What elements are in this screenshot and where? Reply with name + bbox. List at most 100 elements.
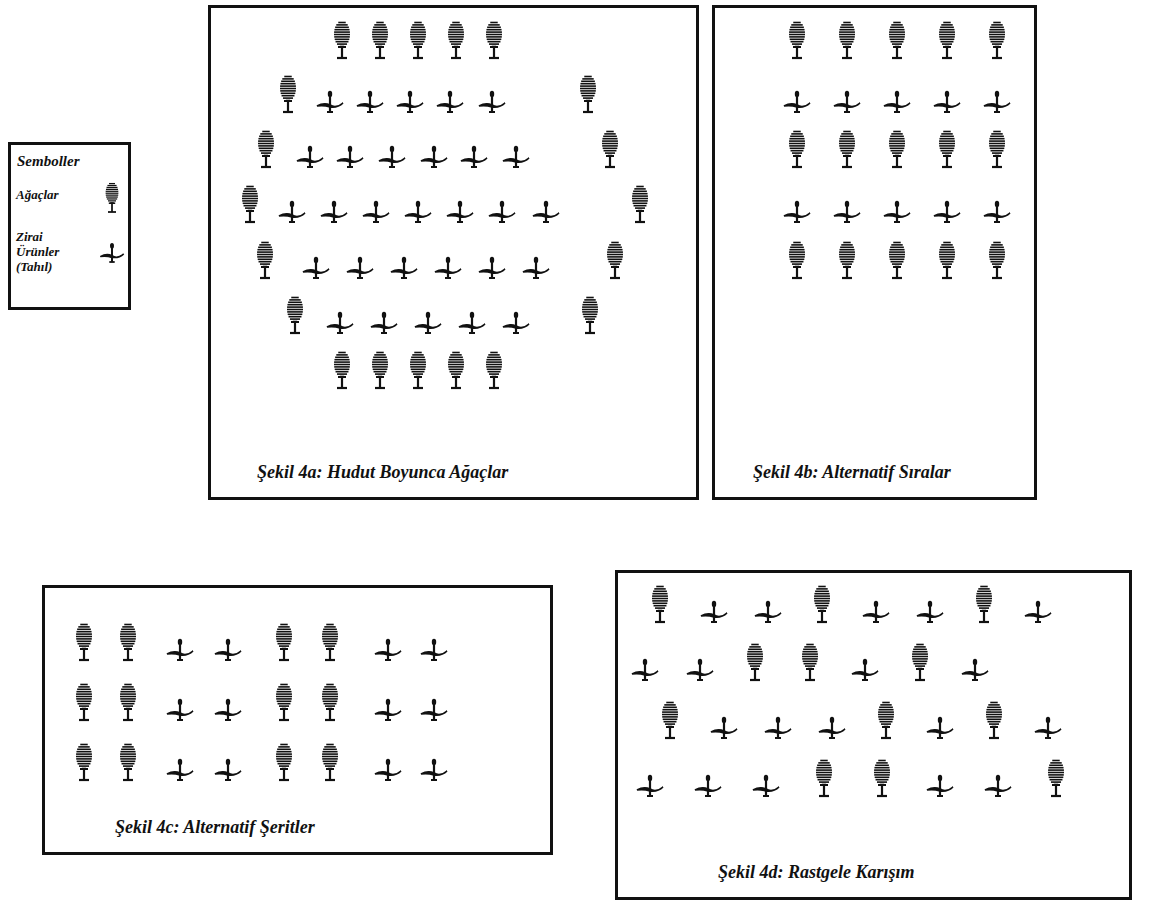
tree-symbol: [889, 23, 905, 59]
crop-symbol: [701, 601, 727, 622]
tree-symbol: [839, 243, 855, 279]
tree-symbol: [839, 23, 855, 59]
tree-symbol: [912, 645, 928, 681]
crop-symbol: [637, 775, 663, 796]
crop-symbol: [687, 659, 713, 680]
crop-symbol: [755, 601, 781, 622]
crop-symbol: [363, 201, 389, 222]
tree-symbol: [889, 243, 905, 279]
figure-caption: Şekil 4d: Rastgele Karışım: [718, 862, 1129, 883]
tree-symbol: [989, 23, 1005, 59]
crop-symbol: [962, 659, 988, 680]
crop-symbol: [327, 312, 353, 333]
crop-symbol: [347, 257, 373, 278]
legend-box: Semboller: [8, 142, 131, 310]
tree-symbol: [410, 353, 426, 389]
tree-symbol: [607, 243, 623, 279]
crop-symbol: [375, 699, 401, 720]
tree-symbol: [814, 587, 830, 623]
tree-symbol: [410, 23, 426, 59]
crop-symbol: [479, 91, 505, 112]
crop-symbol: [632, 659, 658, 680]
tree-symbol: [582, 298, 598, 334]
crop-symbol: [421, 699, 447, 720]
figure-caption: Şekil 4a: Hudut Boyunca Ağaçlar: [257, 462, 696, 483]
crop-symbol: [321, 201, 347, 222]
tree-symbol: [322, 685, 338, 721]
tree-symbol: [76, 745, 92, 781]
crop-symbol: [852, 659, 878, 680]
tree-symbol: [322, 625, 338, 661]
figure-caption: Şekil 4b: Alternatif Sıralar: [753, 462, 1034, 483]
figure-panel: Şekil 4d: Rastgele Karışım: [615, 570, 1132, 900]
crop-symbol: [337, 146, 363, 167]
crop-symbol: [984, 201, 1010, 222]
tree-symbol: [939, 243, 955, 279]
crop-symbol: [1035, 717, 1061, 738]
tree-symbol: [989, 132, 1005, 168]
crop-symbol: [934, 91, 960, 112]
legend-entry: Zirai Ürünler (Tahıl): [16, 230, 88, 275]
crop-symbol: [819, 717, 845, 738]
tree-symbol: [839, 132, 855, 168]
tree-symbol: [258, 132, 274, 168]
crop-symbol: [437, 91, 463, 112]
tree-symbol: [372, 23, 388, 59]
crop-symbol: [863, 601, 889, 622]
tree-symbol: [276, 685, 292, 721]
tree-symbol: [486, 353, 502, 389]
crop-symbol: [927, 717, 953, 738]
tree-symbol: [448, 353, 464, 389]
crop-symbol: [215, 639, 241, 660]
tree-symbol: [276, 745, 292, 781]
crop-symbol: [415, 312, 441, 333]
crop-symbol: [927, 775, 953, 796]
tree-symbol: [334, 353, 350, 389]
tree-symbol: [652, 587, 668, 623]
crop-symbol: [379, 146, 405, 167]
figure-panel: Şekil 4c: Alternatif Şeritler: [42, 585, 553, 855]
crop-symbol: [784, 91, 810, 112]
tree-symbol: [989, 243, 1005, 279]
tree-symbol: [976, 587, 992, 623]
crop-symbol: [834, 201, 860, 222]
crop-symbol: [459, 312, 485, 333]
crop-symbol: [985, 775, 1011, 796]
crop-symbol: [297, 146, 323, 167]
crop-symbol: [100, 243, 123, 262]
figure-caption: Şekil 4c: Alternatif Şeritler: [115, 817, 550, 838]
crop-symbol: [533, 201, 559, 222]
crop-symbol: [167, 639, 193, 660]
tree-symbol: [802, 645, 818, 681]
tree-symbol: [662, 703, 678, 739]
crop-symbol: [405, 201, 431, 222]
crop-symbol: [357, 91, 383, 112]
tree-symbol: [322, 745, 338, 781]
legend-entry: Ağaçlar: [16, 188, 88, 203]
crop-symbol: [279, 201, 305, 222]
crop-symbol: [503, 312, 529, 333]
crop-symbol: [984, 91, 1010, 112]
crop-symbol: [397, 91, 423, 112]
legend-title: Semboller: [17, 153, 122, 170]
tree-symbol: [334, 23, 350, 59]
crop-symbol: [479, 257, 505, 278]
crop-symbol: [884, 201, 910, 222]
crop-symbol: [421, 146, 447, 167]
crop-symbol: [489, 201, 515, 222]
tree-symbol: [106, 184, 119, 212]
crop-symbol: [435, 257, 461, 278]
crop-symbol: [765, 717, 791, 738]
tree-symbol: [120, 745, 136, 781]
crop-symbol: [503, 146, 529, 167]
tree-symbol: [120, 625, 136, 661]
crop-symbol: [167, 699, 193, 720]
crop-symbol: [167, 759, 193, 780]
tree-symbol: [789, 23, 805, 59]
figure-panel: Şekil 4b: Alternatif Sıralar: [712, 5, 1037, 500]
tree-symbol: [448, 23, 464, 59]
crop-symbol: [934, 201, 960, 222]
tree-symbol: [939, 132, 955, 168]
tree-symbol: [632, 187, 648, 223]
tree-symbol: [939, 23, 955, 59]
